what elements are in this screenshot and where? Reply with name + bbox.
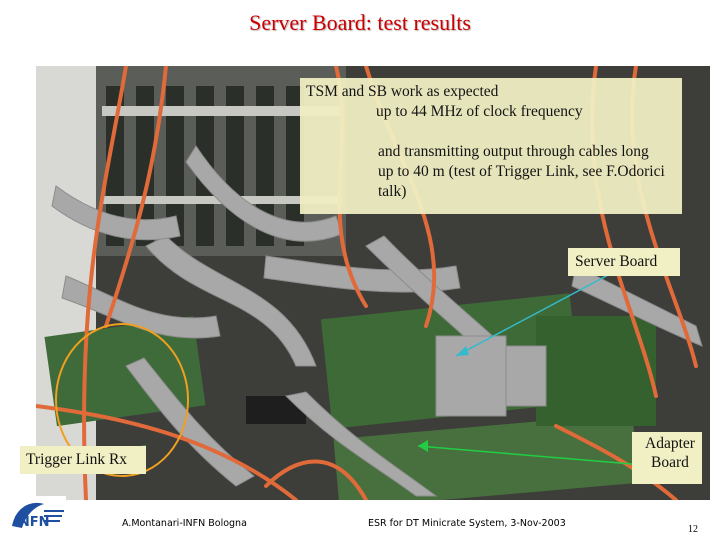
trigger-link-label: Trigger Link Rx [20, 446, 146, 474]
slide-title: Server Board: test results [249, 10, 471, 35]
callout-line-3: and transmitting output through cables l… [378, 143, 665, 200]
footer-author: A.Montanari-INFN Bologna [122, 518, 247, 529]
callout-line-1: TSM and SB work as expected [306, 83, 499, 100]
footer-conference: ESR for DT Minicrate System, 3-Nov-2003 [368, 518, 566, 529]
infn-logo: INFN [8, 496, 66, 536]
infn-logo-icon: INFN [8, 496, 66, 536]
results-callout: TSM and SB work as expected up to 44 MHz… [300, 78, 682, 214]
server-board-label: Server Board [568, 248, 680, 276]
adapter-board-label: Adapter Board [632, 432, 702, 484]
page-number: 12 [688, 524, 698, 535]
infn-logo-text: INFN [14, 515, 49, 530]
callout-line-2: up to 44 MHz of clock frequency [376, 103, 583, 120]
